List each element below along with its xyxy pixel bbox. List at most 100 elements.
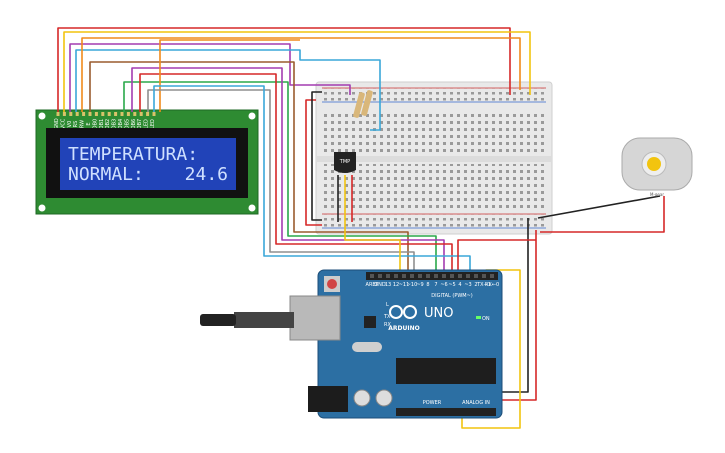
tx-led-label: TX bbox=[383, 314, 391, 320]
lcd-pin-label: LED bbox=[150, 119, 156, 129]
digital-pin[interactable] bbox=[490, 274, 494, 278]
lcd-pin[interactable] bbox=[107, 112, 111, 116]
wire-red-rail[interactable] bbox=[305, 99, 322, 226]
lcd-pin[interactable] bbox=[69, 112, 73, 116]
power-analog-header bbox=[396, 408, 496, 416]
digital-pin-label: TX→1 bbox=[476, 282, 491, 288]
arduino-brand: ARDUINO bbox=[388, 325, 419, 332]
digital-pin[interactable] bbox=[386, 274, 390, 278]
breadboard-center-channel bbox=[316, 156, 552, 162]
wire-black-rail[interactable] bbox=[311, 91, 322, 221]
digital-pin-label: ~5 bbox=[448, 282, 455, 288]
wire-orange-lcd[interactable] bbox=[81, 37, 521, 112]
digital-pin-label: 8 bbox=[426, 282, 429, 288]
wire-red-lcd[interactable] bbox=[57, 27, 511, 112]
digital-pin[interactable] bbox=[442, 274, 446, 278]
lcd-pin[interactable] bbox=[146, 112, 150, 116]
digital-pin[interactable] bbox=[426, 274, 430, 278]
digital-pin[interactable] bbox=[402, 274, 406, 278]
lcd-pin[interactable] bbox=[139, 112, 143, 116]
digital-pin[interactable] bbox=[434, 274, 438, 278]
digital-pin-label: 13 bbox=[385, 282, 391, 288]
digital-pin[interactable] bbox=[410, 274, 414, 278]
usb-chip bbox=[364, 316, 376, 328]
lcd-pin[interactable] bbox=[114, 112, 118, 116]
lcd-mount-hole bbox=[248, 204, 256, 212]
lcd-pin[interactable] bbox=[120, 112, 124, 116]
lcd-line2-label: NORMAL: bbox=[68, 164, 144, 185]
digital-pin-label: ~10 bbox=[407, 282, 418, 288]
digital-pin[interactable] bbox=[474, 274, 478, 278]
lcd-pin[interactable] bbox=[126, 112, 130, 116]
wire-orange2-lcd[interactable] bbox=[159, 39, 300, 112]
breadboard bbox=[315, 81, 553, 235]
lcd-pin-label: RS bbox=[73, 121, 79, 128]
wire-green-lcd[interactable] bbox=[123, 81, 437, 272]
lcd-mount-hole bbox=[38, 112, 46, 120]
lcd-pin[interactable] bbox=[152, 112, 156, 116]
wire-blue2-lcd[interactable] bbox=[153, 85, 471, 272]
digital-pin[interactable] bbox=[370, 274, 374, 278]
wire-purple-lcd[interactable] bbox=[69, 43, 351, 112]
capacitor bbox=[353, 389, 371, 407]
lcd-pin[interactable] bbox=[88, 112, 92, 116]
lcd-pin[interactable] bbox=[62, 112, 66, 116]
lcd-pin-label: V0 bbox=[67, 121, 73, 128]
digital-pin-label: 2 bbox=[474, 282, 477, 288]
usb-cable bbox=[234, 312, 294, 328]
dc-motor[interactable]: M-gear bbox=[621, 137, 693, 197]
wire-purple2-lcd[interactable] bbox=[131, 67, 445, 272]
digital-pin[interactable] bbox=[466, 274, 470, 278]
arduino-logo-icon bbox=[389, 305, 417, 319]
lcd-pin-label: RW bbox=[80, 120, 86, 128]
sensor-label: TMP bbox=[339, 159, 350, 165]
resistor[interactable] bbox=[361, 90, 374, 117]
wire-black-motor[interactable] bbox=[537, 195, 661, 219]
lcd-pin[interactable] bbox=[133, 112, 137, 116]
motor-label: M-gear bbox=[650, 192, 664, 197]
lcd-line2-value: 24.6 bbox=[185, 164, 228, 185]
digital-pin[interactable] bbox=[450, 274, 454, 278]
lcd-pin-label: VCC bbox=[60, 118, 66, 129]
digital-pin-label: ~11 bbox=[399, 282, 410, 288]
breadboard-bottom-rail bbox=[322, 214, 546, 228]
digital-pin[interactable] bbox=[394, 274, 398, 278]
wire-red-digital[interactable] bbox=[457, 239, 536, 272]
lcd-pin[interactable] bbox=[94, 112, 98, 116]
l-led-label: L bbox=[386, 302, 389, 308]
wire-red-motor[interactable] bbox=[540, 196, 665, 233]
wire-yellow-lcd[interactable] bbox=[63, 31, 531, 112]
digital-pin-label: RX←0 bbox=[485, 282, 499, 288]
reset-button[interactable] bbox=[327, 279, 337, 289]
digital-pin[interactable] bbox=[378, 274, 382, 278]
digital-header-label: DIGITAL (PWM~) bbox=[431, 293, 473, 299]
lcd-pin-label: DB1 bbox=[99, 119, 105, 129]
lcd-pin-label: DB7 bbox=[137, 119, 143, 129]
lcd-mount-hole bbox=[38, 204, 46, 212]
power-jack[interactable] bbox=[308, 386, 348, 412]
lcd-pin[interactable] bbox=[82, 112, 86, 116]
wire-blue-lcd[interactable] bbox=[75, 49, 381, 131]
wire-yellow-sensor[interactable] bbox=[344, 175, 401, 272]
lcd-pin-label: DB6 bbox=[131, 119, 137, 129]
lcd-pin[interactable] bbox=[75, 112, 79, 116]
digital-pin[interactable] bbox=[482, 274, 486, 278]
digital-pin[interactable] bbox=[458, 274, 462, 278]
wires bbox=[57, 27, 665, 429]
lcd-pin[interactable] bbox=[101, 112, 105, 116]
temperature-sensor[interactable]: TMP bbox=[334, 152, 356, 173]
arduino-model: UNO bbox=[424, 306, 453, 321]
lcd-pin-label: DB0 bbox=[92, 119, 98, 129]
lcd-pin[interactable] bbox=[56, 112, 60, 116]
digital-pin-label: 4 bbox=[458, 282, 461, 288]
usb-port[interactable] bbox=[289, 295, 341, 341]
wire-brown-lcd[interactable] bbox=[89, 61, 409, 272]
digital-pin-label: AREF bbox=[366, 282, 379, 288]
wire-red2-lcd[interactable] bbox=[139, 73, 453, 272]
resistor[interactable] bbox=[353, 92, 366, 119]
digital-pin-label: ~6 bbox=[440, 282, 447, 288]
digital-pin[interactable] bbox=[418, 274, 422, 278]
atmega-chip bbox=[396, 358, 496, 384]
power-label: POWER bbox=[423, 400, 442, 406]
